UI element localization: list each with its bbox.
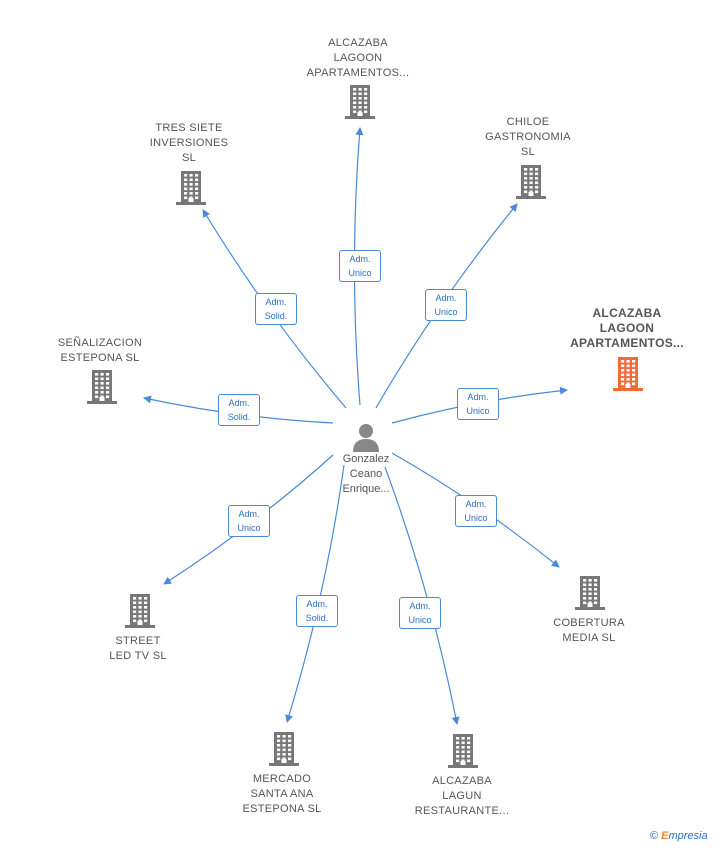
- company-node-c8[interactable]: [269, 732, 299, 771]
- role-badge: Adm. Solid.: [255, 293, 297, 325]
- company-node-c1[interactable]: [345, 85, 375, 124]
- role-badge: Adm. Unico: [339, 250, 381, 282]
- footer-brand: ©Empresia: [650, 830, 708, 842]
- company-name[interactable]: STREET LED TV SL: [109, 635, 167, 662]
- company-name[interactable]: CHILOE GASTRONOMIA SL: [485, 116, 571, 158]
- company-name[interactable]: ALCAZABA LAGUN RESTAURANTE...: [414, 775, 510, 817]
- role-badge: Adm. Unico: [457, 388, 499, 420]
- building-icon: [613, 357, 643, 391]
- company-node-c6[interactable]: [575, 576, 605, 615]
- role-badge: Adm. Unico: [455, 495, 497, 527]
- company-node-c2[interactable]: [176, 171, 206, 210]
- company-node-c4[interactable]: [613, 357, 643, 396]
- brand-initial: E: [661, 830, 669, 842]
- building-icon: [448, 734, 478, 768]
- building-icon: [269, 732, 299, 766]
- building-icon: [125, 594, 155, 628]
- person-icon: [353, 424, 379, 452]
- copyright-symbol: ©: [650, 830, 659, 842]
- edge-c9: [384, 466, 460, 725]
- company-name[interactable]: ALCAZABA LAGOON APARTAMENTOS...: [570, 306, 684, 350]
- brand-name: mpresia: [668, 830, 708, 842]
- center-person-name: Gonzalez Ceano Enrique...: [342, 453, 390, 495]
- company-node-c5[interactable]: [87, 370, 117, 409]
- role-badge: Adm. Solid.: [218, 394, 260, 426]
- role-badge: Adm. Unico: [399, 597, 441, 629]
- company-name[interactable]: TRES SIETE INVERSIONES SL: [149, 122, 229, 164]
- building-icon: [575, 576, 605, 610]
- center-person[interactable]: Gonzalez Ceano Enrique...: [320, 422, 412, 497]
- building-icon: [345, 85, 375, 119]
- company-node-c3[interactable]: [516, 165, 546, 204]
- building-icon: [176, 171, 206, 205]
- company-name[interactable]: SEÑALIZACION ESTEPONA SL: [57, 337, 143, 364]
- building-icon: [87, 370, 117, 404]
- company-name[interactable]: MERCADO SANTA ANA ESTEPONA SL: [242, 773, 322, 815]
- company-name[interactable]: COBERTURA MEDIA SL: [553, 617, 625, 644]
- company-node-c9[interactable]: [448, 734, 478, 773]
- role-badge: Adm. Solid.: [296, 595, 338, 627]
- company-name[interactable]: ALCAZABA LAGOON APARTAMENTOS...: [306, 37, 410, 79]
- edge-c8: [285, 464, 345, 723]
- role-badge: Adm. Unico: [425, 289, 467, 321]
- company-node-c7[interactable]: [125, 594, 155, 633]
- building-icon: [516, 165, 546, 199]
- role-badge: Adm. Unico: [228, 505, 270, 537]
